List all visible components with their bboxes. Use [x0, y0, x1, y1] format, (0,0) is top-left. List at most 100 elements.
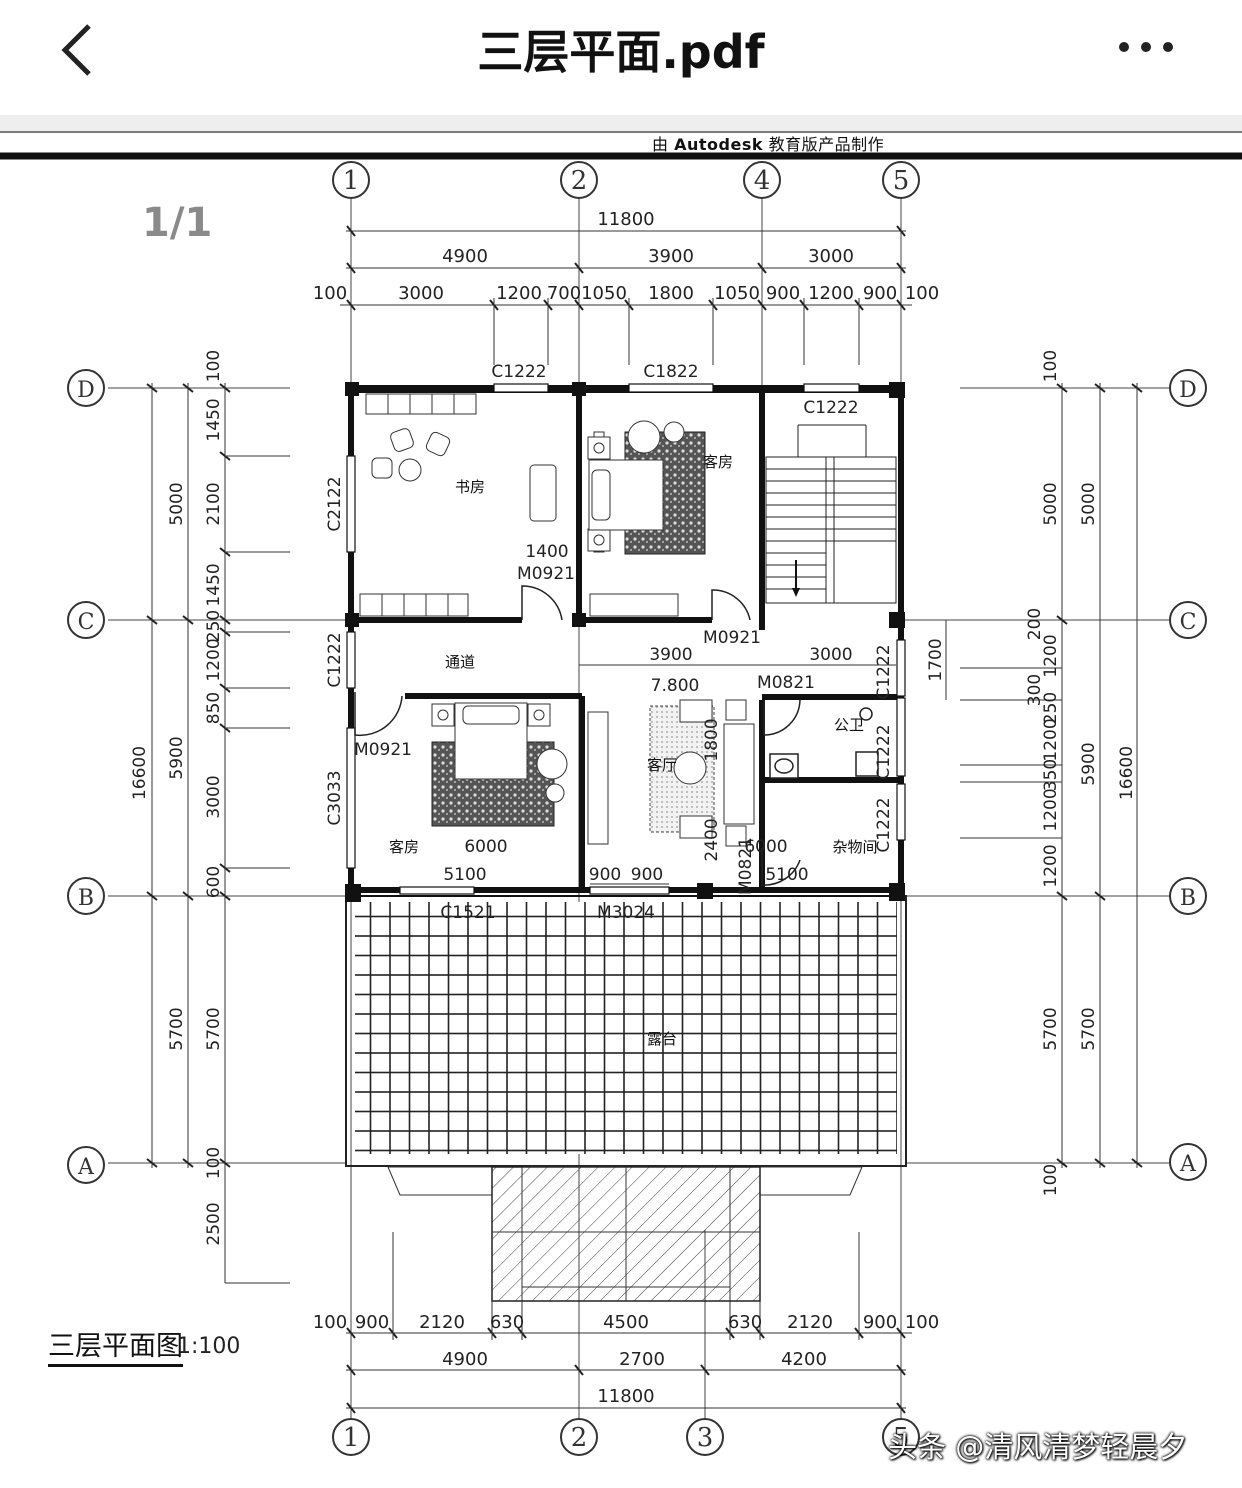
dimension-text: 3000: [808, 246, 854, 267]
opening-label: C3033: [325, 770, 345, 825]
terrace-floor: [355, 902, 897, 1154]
dimension-text: 1200: [1041, 718, 1061, 761]
opening-label: M0921: [703, 628, 761, 648]
document-title: 三层平面.pdf: [477, 25, 765, 79]
dimension-text: 1450: [204, 398, 224, 441]
dimension-text: 900: [355, 1312, 389, 1333]
axis-label: 2: [571, 166, 588, 196]
dimension-text: 1800: [702, 718, 722, 761]
axis-label: C: [78, 610, 95, 635]
axis-bubble: [882, 161, 920, 199]
more-button[interactable]: [1112, 24, 1182, 70]
dimension-text: 100: [204, 350, 224, 382]
dimension-text: 2700: [619, 1349, 665, 1370]
dimension-text: 1700: [926, 638, 946, 681]
dimension-text: 11800: [597, 1386, 654, 1407]
dimension-text: 1200: [1041, 844, 1061, 887]
dimension-text: 6000: [464, 837, 507, 857]
dimension-text: 1200: [496, 283, 542, 304]
dimension-text: 900: [766, 283, 800, 304]
opening-label: C1222: [803, 398, 858, 418]
axis-bubble: [1169, 1143, 1207, 1181]
room-label: 露台: [647, 1030, 677, 1048]
axis-label: 1: [343, 1423, 360, 1453]
dimension-text: 1200: [204, 638, 224, 681]
dimension-text: 3000: [398, 283, 444, 304]
dimension-text: 100: [313, 1312, 347, 1333]
dimension-text: 700: [547, 283, 581, 304]
dimension-text: 6000: [744, 837, 787, 857]
opening-label: C1222: [325, 632, 345, 687]
dimension-text: 5700: [1041, 1007, 1061, 1050]
axis-bubble: [332, 161, 370, 199]
dimension-text: 850: [204, 692, 224, 724]
axis-bubble: [67, 601, 105, 639]
opening-label: M0921: [354, 740, 412, 760]
axis-bubble: [332, 1418, 370, 1456]
axis-label: 3: [697, 1423, 714, 1453]
axis-label: A: [77, 1155, 95, 1180]
dimension-text: 250: [204, 610, 224, 642]
dimension-text: 2120: [419, 1312, 465, 1333]
dimension-text: 1050: [581, 283, 627, 304]
dimension-text: 16600: [1117, 746, 1137, 800]
dimension-text: 5100: [765, 865, 808, 885]
axis-label: C: [1180, 610, 1197, 635]
dimension-text: 1800: [648, 283, 694, 304]
axis-label: B: [1180, 886, 1196, 911]
axis-bubble: [1169, 369, 1207, 407]
axis-bubble: [1169, 877, 1207, 915]
axis-label: 5: [893, 166, 910, 196]
dimension-text: 5700: [1079, 1007, 1099, 1050]
dimension-text: 1400: [525, 542, 568, 562]
dimension-text: 100: [1041, 350, 1061, 382]
dimension-text: 100: [905, 283, 939, 304]
opening-label: C1222: [874, 797, 894, 852]
dimension-text: 16600: [130, 746, 150, 800]
header-divider: [0, 115, 1242, 133]
opening-label: C1521: [440, 903, 495, 923]
dimension-text: 11800: [597, 209, 654, 230]
dimension-text: 2400: [702, 818, 722, 861]
dimension-text: 5000: [167, 482, 187, 525]
dimension-text: 1200: [1041, 788, 1061, 831]
dimension-text: 250: [1041, 692, 1061, 724]
dimension-text: 5700: [204, 1007, 224, 1050]
dimension-text: 5100: [443, 865, 486, 885]
axis-label: 4: [754, 166, 771, 196]
chevron-left-icon: [61, 24, 91, 76]
dimension-text: 2100: [204, 482, 224, 525]
opening-label: M3024: [597, 903, 655, 923]
back-button[interactable]: [55, 18, 115, 82]
plan-scale: 1:100: [177, 1334, 241, 1359]
watermark: 头条 @清风清梦轻晨夕: [888, 1430, 1188, 1464]
opening-label: C2122: [325, 476, 345, 531]
dimension-text: 630: [490, 1312, 524, 1333]
dimension-text: 3000: [204, 775, 224, 818]
axis-label: 2: [571, 1423, 588, 1453]
dimension-text: 5000: [1041, 482, 1061, 525]
axis-label: D: [1179, 378, 1197, 403]
dimension-text: 100: [313, 283, 347, 304]
dimension-text: 100: [204, 1147, 224, 1179]
dimension-text: 100: [905, 1312, 939, 1333]
dimension-text: 4200: [781, 1349, 827, 1370]
opening-label: M0821: [757, 673, 815, 693]
axis-label: 1: [343, 166, 360, 196]
room-label: 客房: [703, 453, 733, 471]
axis-label: D: [77, 378, 95, 403]
dimension-text: 300: [1025, 674, 1045, 706]
room-label: 书房: [455, 478, 485, 496]
page-indicator: 1/1: [142, 200, 213, 246]
dimension-text: 3000: [809, 645, 852, 665]
dimension-text: 4500: [603, 1312, 649, 1333]
app-header: 三层平面.pdf: [0, 0, 1242, 115]
axis-label: A: [1179, 1152, 1197, 1177]
dimension-text: 200: [1025, 608, 1045, 640]
dimension-text: 900: [589, 865, 621, 885]
dimension-text: 4900: [442, 246, 488, 267]
room-label: 客厅: [647, 756, 677, 774]
dimension-text: 900: [863, 1312, 897, 1333]
more-icon: [1119, 42, 1173, 52]
